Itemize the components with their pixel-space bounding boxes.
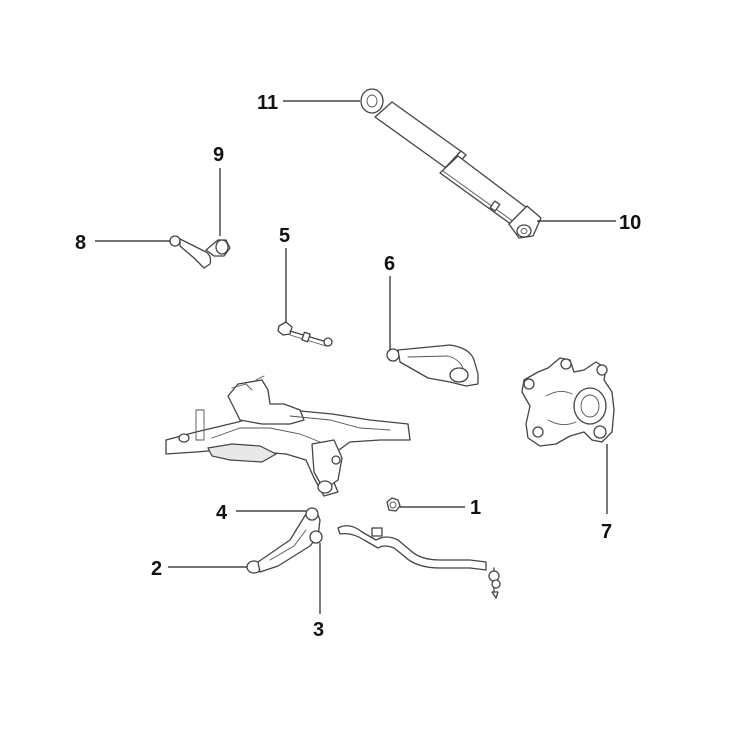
- nut-1: [386, 497, 401, 512]
- callout-labels: 11 10 9 8 5 6 7 1 4 2 3: [75, 92, 641, 641]
- callout-4: 4: [216, 502, 228, 524]
- callout-5: 5: [279, 225, 290, 247]
- upper-control-arm-6: [386, 344, 479, 387]
- rear-knuckle-7: [521, 357, 615, 447]
- callout-8: 8: [75, 232, 86, 254]
- leader-lines: [95, 100, 616, 614]
- callout-10: 10: [619, 212, 641, 234]
- callout-9: 9: [213, 144, 224, 166]
- rear-subframe: [165, 375, 411, 497]
- callout-7: 7: [601, 521, 612, 543]
- stabilizer-bar: [337, 525, 501, 599]
- shock-absorber: [360, 88, 542, 239]
- callout-6: 6: [384, 253, 395, 275]
- adjustable-link-5: [277, 321, 333, 347]
- callout-3: 3: [313, 619, 324, 641]
- callout-1: 1: [470, 497, 481, 519]
- callout-2: 2: [151, 558, 162, 580]
- lower-control-arm: [246, 507, 323, 574]
- lateral-link-9: [169, 235, 231, 269]
- callout-11: 11: [257, 92, 278, 114]
